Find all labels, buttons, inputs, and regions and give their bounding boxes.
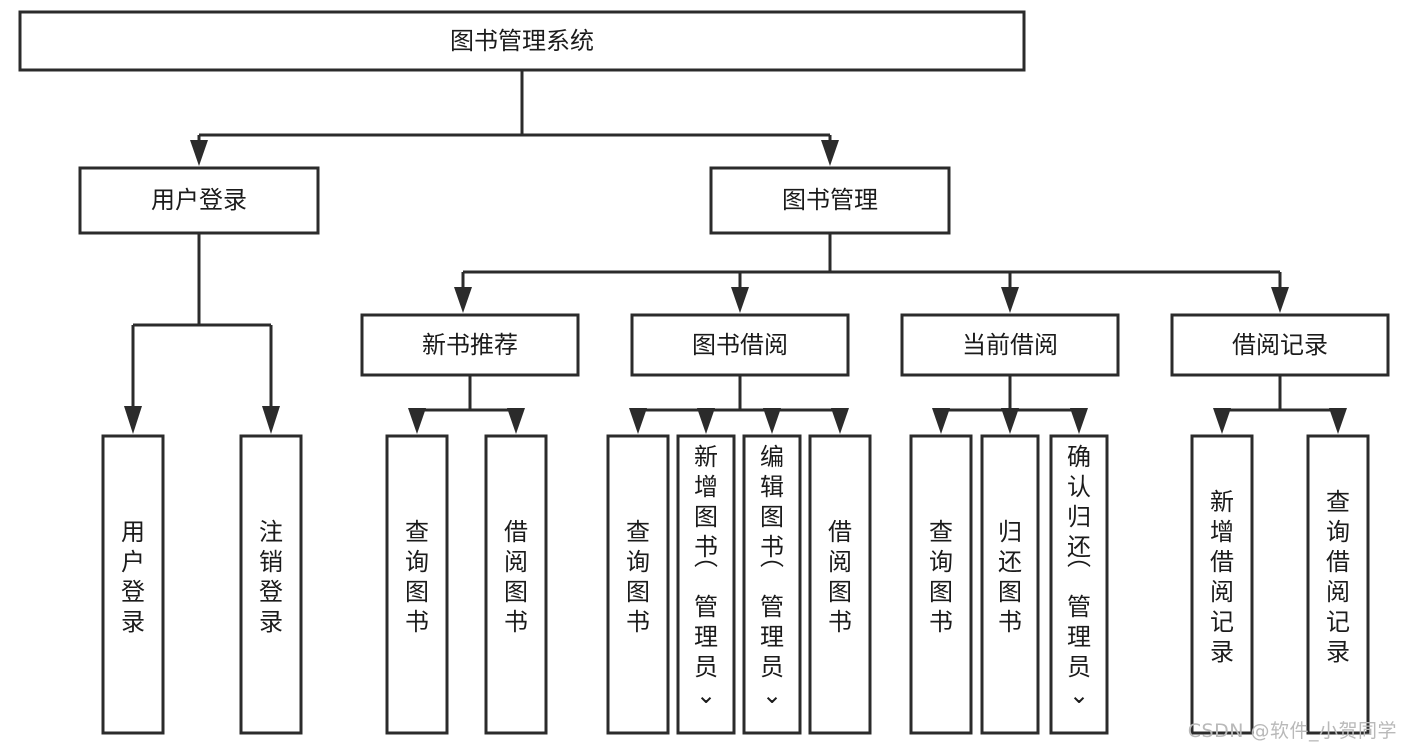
node-book-mgmt-box[interactable] <box>709 166 951 235</box>
node-leaf-confirm-return-admin-box[interactable] <box>1049 434 1109 735</box>
arrow-to-leaf-query-book-3 <box>932 408 950 434</box>
node-leaf-user-login-label: 用户登录 <box>121 518 145 636</box>
arrow-to-leaf-user-login <box>124 406 142 434</box>
node-current-borrow-box[interactable] <box>900 313 1120 377</box>
node-leaf-confirm-return-admin[interactable]: 确认归还⌒管理员⌄ <box>1049 434 1109 735</box>
node-leaf-query-book-1[interactable]: 查询图书 <box>385 434 449 735</box>
arrow-to-leaf-add-borrow-record <box>1213 408 1231 434</box>
node-leaf-borrow-book-2[interactable]: 借阅图书 <box>808 434 872 735</box>
arrow-to-leaf-return-book <box>1001 408 1019 434</box>
node-leaf-query-borrow-record[interactable]: 查询借阅记录 <box>1306 434 1370 735</box>
node-book-mgmt-label: 图书管理 <box>782 186 878 214</box>
node-leaf-add-borrow-record-label: 新增借阅记录 <box>1210 488 1234 666</box>
node-borrow-record-box[interactable] <box>1170 313 1390 377</box>
arrow-to-borrow-record <box>1271 287 1289 313</box>
node-leaf-logout-box[interactable] <box>239 434 303 735</box>
node-leaf-add-book-admin-box[interactable] <box>676 434 736 735</box>
node-user-login-label: 用户登录 <box>151 186 247 214</box>
node-borrow-record[interactable]: 借阅记录 <box>1170 313 1390 377</box>
node-leaf-edit-book-admin[interactable]: 编辑图书⌒管理员⌄ <box>742 434 802 735</box>
node-new-book-rec[interactable]: 新书推荐 <box>360 313 580 377</box>
node-leaf-borrow-book-1-label: 借阅图书 <box>504 518 528 636</box>
node-root-box[interactable] <box>18 10 1026 72</box>
node-leaf-query-book-2[interactable]: 查询图书 <box>606 434 670 735</box>
edge-layer <box>124 70 1347 434</box>
arrow-to-leaf-confirm-return-admin <box>1070 408 1088 434</box>
arrow-to-leaf-query-book-1 <box>408 408 426 434</box>
arrow-root-to-user-login <box>190 140 208 166</box>
node-user-login[interactable]: 用户登录 <box>78 166 320 235</box>
node-leaf-edit-book-admin-box[interactable] <box>742 434 802 735</box>
node-current-borrow-label: 当前借阅 <box>962 331 1058 359</box>
node-leaf-query-book-3-box[interactable] <box>909 434 973 735</box>
arrow-to-new-book-rec <box>454 287 472 313</box>
node-leaf-borrow-book-1-box[interactable] <box>484 434 548 735</box>
node-leaf-query-book-3[interactable]: 查询图书 <box>909 434 973 735</box>
node-user-login-box[interactable] <box>78 166 320 235</box>
node-new-book-rec-box[interactable] <box>360 313 580 377</box>
node-leaf-confirm-return-admin-label: 确认归还⌒管理员⌄ <box>1067 443 1091 709</box>
node-leaf-borrow-book-1[interactable]: 借阅图书 <box>484 434 548 735</box>
arrow-to-book-borrow <box>731 287 749 313</box>
node-leaf-query-book-1-box[interactable] <box>385 434 449 735</box>
node-leaf-borrow-book-2-label: 借阅图书 <box>828 518 852 636</box>
node-leaf-query-borrow-record-box[interactable] <box>1306 434 1370 735</box>
node-leaf-add-book-admin[interactable]: 新增图书⌒管理员⌄ <box>676 434 736 735</box>
node-leaf-add-book-admin-label: 新增图书⌒管理员⌄ <box>694 443 718 709</box>
node-leaf-query-book-3-label: 查询图书 <box>929 518 953 636</box>
node-book-borrow[interactable]: 图书借阅 <box>630 313 850 377</box>
node-leaf-query-book-1-label: 查询图书 <box>405 518 429 636</box>
arrow-to-leaf-borrow-book-2 <box>831 408 849 434</box>
arrow-to-leaf-edit-book-admin <box>763 408 781 434</box>
node-leaf-query-book-2-box[interactable] <box>606 434 670 735</box>
node-leaf-query-borrow-record-label: 查询借阅记录 <box>1326 488 1350 666</box>
node-leaf-query-book-2-label: 查询图书 <box>626 518 650 636</box>
arrow-to-current-borrow <box>1001 287 1019 313</box>
node-leaf-return-book-label: 归还图书 <box>998 518 1022 636</box>
node-book-borrow-box[interactable] <box>630 313 850 377</box>
node-leaf-add-borrow-record-box[interactable] <box>1190 434 1254 735</box>
arrow-to-leaf-add-book-admin <box>697 408 715 434</box>
node-book-borrow-label: 图书借阅 <box>692 331 788 359</box>
node-leaf-borrow-book-2-box[interactable] <box>808 434 872 735</box>
watermark: CSDN @软件_小贺同学 <box>1187 720 1397 742</box>
node-current-borrow[interactable]: 当前借阅 <box>900 313 1120 377</box>
arrow-root-to-book-mgmt <box>821 140 839 166</box>
node-root-label: 图书管理系统 <box>450 27 594 55</box>
node-book-mgmt[interactable]: 图书管理 <box>709 166 951 235</box>
arrow-to-leaf-query-book-2 <box>629 408 647 434</box>
node-leaf-logout-label: 注销登录 <box>259 518 283 636</box>
node-leaf-return-book[interactable]: 归还图书 <box>980 434 1040 735</box>
node-leaf-logout[interactable]: 注销登录 <box>239 434 303 735</box>
node-new-book-rec-label: 新书推荐 <box>422 331 518 359</box>
node-borrow-record-label: 借阅记录 <box>1232 331 1328 359</box>
node-leaf-edit-book-admin-label: 编辑图书⌒管理员⌄ <box>760 443 784 709</box>
node-root[interactable]: 图书管理系统 <box>18 10 1026 72</box>
node-leaf-user-login-box[interactable] <box>101 434 165 735</box>
node-leaf-user-login[interactable]: 用户登录 <box>101 434 165 735</box>
node-leaf-add-borrow-record[interactable]: 新增借阅记录 <box>1190 434 1254 735</box>
arrow-to-leaf-logout <box>262 406 280 434</box>
arrow-to-leaf-borrow-book-1 <box>507 408 525 434</box>
node-leaf-return-book-box[interactable] <box>980 434 1040 735</box>
arrow-to-leaf-query-borrow-record <box>1329 408 1347 434</box>
